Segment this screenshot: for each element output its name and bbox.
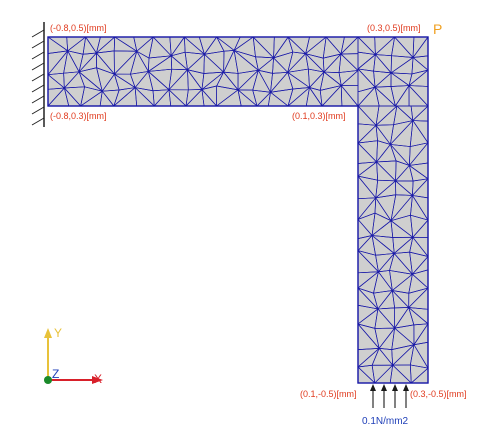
coord-label-top-left: (-0.8,0.5)[mm] — [50, 23, 107, 33]
x-axis-label: X — [94, 372, 102, 386]
z-axis-label: Z — [52, 367, 59, 381]
coord-label-inner-corner: (0.1,0.3)[mm] — [292, 111, 346, 121]
y-axis-label: Y — [54, 326, 62, 340]
distributed-load-arrows-icon — [370, 384, 409, 408]
triangular-mesh — [47, 36, 429, 384]
coord-label-bottom-left: (-0.8,0.3)[mm] — [50, 111, 107, 121]
fixed-support-hatch-icon — [31, 22, 45, 127]
load-label: 0.1N/mm2 — [362, 416, 409, 427]
coord-label-bottom-right-leg: (0.3,-0.5)[mm] — [410, 389, 467, 399]
coordinate-triad-icon: Y X Z — [44, 326, 103, 386]
point-p-label: P — [433, 21, 442, 37]
coord-label-bottom-left-leg: (0.1,-0.5)[mm] — [300, 389, 357, 399]
coord-label-top-right: (0.3,0.5)[mm] — [367, 23, 421, 33]
